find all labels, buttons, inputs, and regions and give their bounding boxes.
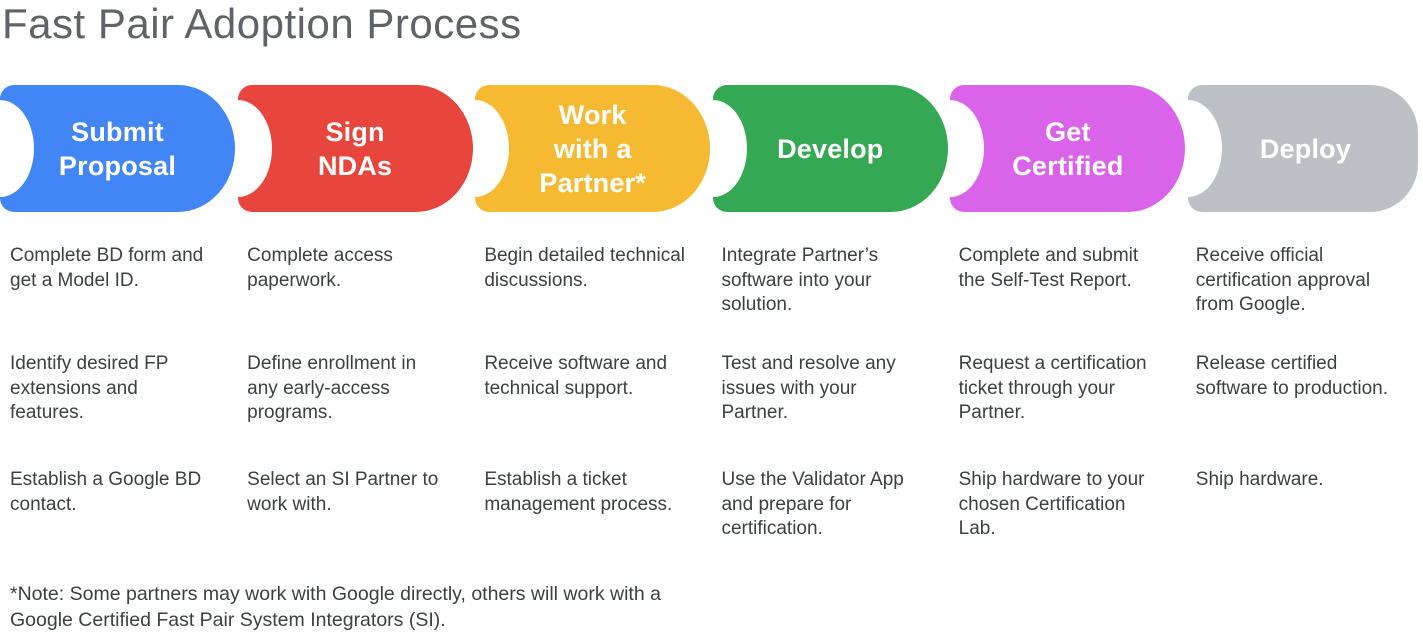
process-stages: Submit Proposal Sign NDAs Work with a Part… <box>0 85 1423 212</box>
stage-sign-ndas-detail-3: Select an SI Partner to work with. <box>247 469 439 515</box>
stage-shape <box>1187 85 1418 212</box>
stage-label: Sign NDAs <box>317 116 393 181</box>
stage-label: Deploy <box>1259 133 1352 164</box>
stage-work-with-a-partner-detail-1: Begin detailed technical discussions. <box>484 245 686 291</box>
page-title: Fast Pair Adoption Process <box>2 0 522 47</box>
stage-shape <box>712 85 948 212</box>
stage-deploy-detail-1: Receive official certification approval … <box>1195 245 1371 315</box>
stage-shape <box>0 85 235 212</box>
stage-shape <box>950 85 1186 212</box>
stage-deploy-detail-3: Ship hardware. <box>1195 469 1324 490</box>
stage-submit-proposal-detail-1: Complete BD form and get a Model ID. <box>10 245 204 291</box>
stage-sign-ndas-detail-2: Define enrollment in any early-access pr… <box>247 353 417 423</box>
stage-work-with-a-partner-detail-3: Establish a ticket management process. <box>484 469 673 515</box>
stage-get-certified: Get Certified <box>950 85 1186 212</box>
stage-submit-proposal-detail-2: Identify desired FP extensions and featu… <box>10 353 169 423</box>
stage-get-certified-detail-3: Ship hardware to your chosen Certificati… <box>958 469 1145 539</box>
stage-develop: Develop <box>712 85 948 212</box>
stage-details: Complete BD form and get a Model ID. Iden… <box>0 244 1423 542</box>
stage-deploy-detail-2: Release certified software to production… <box>1195 353 1388 399</box>
stage-develop-detail-3: Use the Validator App and prepare for ce… <box>721 469 904 539</box>
stage-sign-ndas-detail-1: Complete access paperwork. <box>247 245 393 291</box>
stage-get-certified-detail-1: Complete and submit the Self-Test Report… <box>958 245 1139 291</box>
footnote: *Note: Some partners may work with Googl… <box>10 583 661 631</box>
stage-label: Submit Proposal <box>58 116 177 181</box>
stage-shape <box>237 85 473 212</box>
stage-sign-ndas: Sign NDAs <box>237 85 473 212</box>
stage-label: Work with a Partner* <box>539 99 647 198</box>
stage-develop-detail-2: Test and resolve any issues with your Pa… <box>721 353 896 423</box>
stage-work-with-a-partner: Work with a Partner* <box>475 85 711 212</box>
stage-deploy: Deploy <box>1187 85 1423 212</box>
stage-label: Develop <box>777 133 884 164</box>
stage-develop-detail-1: Integrate Partner’s software into your s… <box>721 245 879 315</box>
stage-get-certified-detail-2: Request a certification ticket through y… <box>958 353 1147 423</box>
stage-label: Get Certified <box>1012 116 1124 181</box>
stage-shape <box>475 85 711 212</box>
stage-submit-proposal-detail-3: Establish a Google BD contact. <box>10 469 202 515</box>
stage-submit-proposal: Submit Proposal <box>0 85 235 212</box>
stage-work-with-a-partner-detail-2: Receive software and technical support. <box>484 353 668 399</box>
